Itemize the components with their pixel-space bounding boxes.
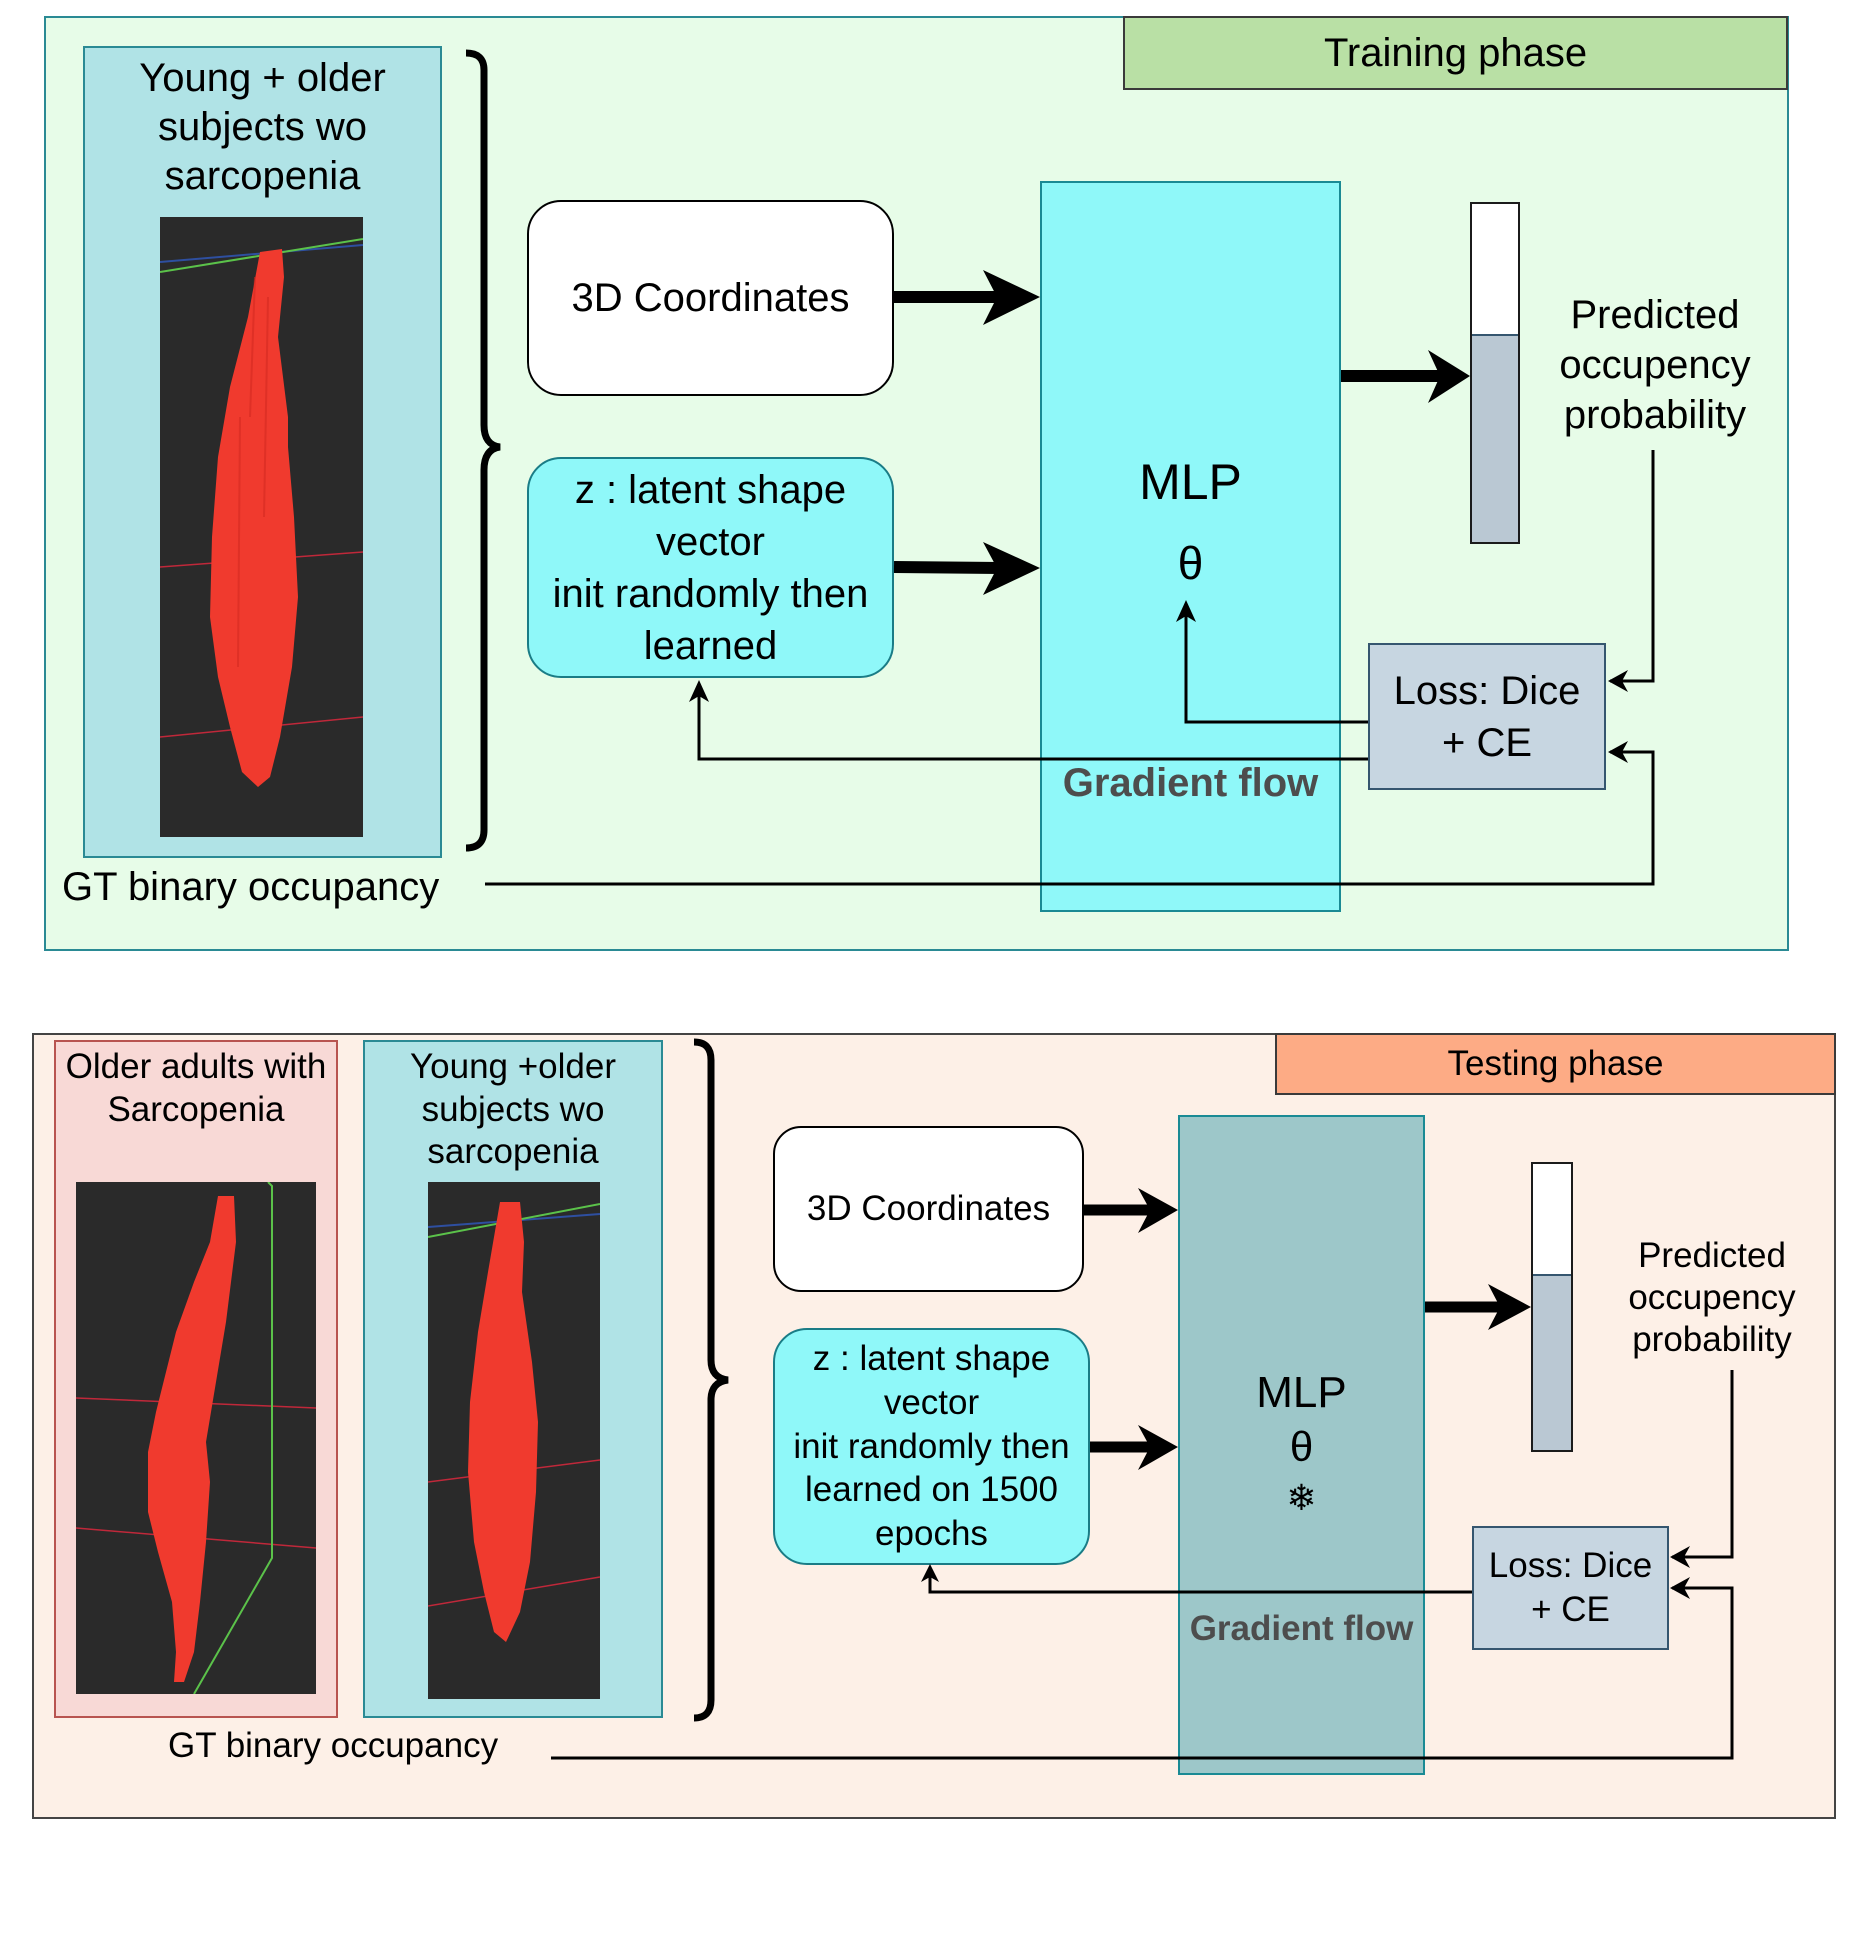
muscle-render-image xyxy=(160,217,363,837)
cohort-title-line: Young +older xyxy=(410,1047,616,1086)
latent-line: epochs xyxy=(875,1514,988,1554)
testing-sarcopenia-cohort-title: Older adults with Sarcopenia xyxy=(56,1046,336,1131)
testing-healthy-cohort-panel: Young +older subjects wo sarcopenia xyxy=(363,1040,663,1718)
latent-line: learned xyxy=(643,623,778,668)
output-label-line: Predicted xyxy=(1570,293,1740,337)
output-label-line: Predicted xyxy=(1638,1236,1786,1275)
snowflake-icon: ❄ xyxy=(1286,1477,1317,1518)
muscle-render-svg xyxy=(160,238,363,787)
loss-line: + CE xyxy=(1441,720,1533,765)
latent-line: init randomly then xyxy=(552,571,869,616)
latent-line: init randomly then xyxy=(793,1426,1070,1466)
training-output-label: Predicted occupency probability xyxy=(1540,290,1770,440)
muscle-shape xyxy=(210,249,298,787)
testing-output-bar-fill xyxy=(1533,1273,1571,1450)
testing-loss-box: Loss: Dice + CE xyxy=(1472,1526,1669,1650)
cohort-title-line: subjects wo xyxy=(421,1089,605,1129)
loss-line: Loss: Dice xyxy=(1393,668,1581,713)
training-gradient-flow-label: Gradient flow xyxy=(1062,761,1319,805)
cohort-title-line: sarcopenia xyxy=(164,153,361,198)
training-coordinates-box: 3D Coordinates xyxy=(527,200,894,396)
training-gt-label: GT binary occupancy xyxy=(62,865,440,909)
training-phase-header: Training phase xyxy=(1123,16,1788,90)
testing-sarcopenia-cohort-panel: Older adults with Sarcopenia xyxy=(54,1040,338,1718)
training-output-bar xyxy=(1470,202,1520,544)
output-label-line: occupency xyxy=(1559,343,1751,387)
testing-mlp-block: MLP θ ❄ Gradient flow xyxy=(1178,1115,1425,1775)
training-cohort-title: Young + older subjects wo sarcopenia xyxy=(85,54,440,200)
cohort-title-line: Young + older xyxy=(139,56,386,100)
latent-line: vector xyxy=(656,519,765,564)
output-label-line: occupency xyxy=(1628,1278,1796,1317)
latent-line: z : latent shape xyxy=(574,467,847,512)
training-mlp-theta: θ xyxy=(1177,537,1204,589)
testing-phase-header: Testing phase xyxy=(1275,1033,1836,1095)
training-cohort-panel: Young + older subjects wo sarcopenia xyxy=(83,46,442,858)
loss-line: + CE xyxy=(1531,1590,1610,1629)
cohort-title-line: subjects wo xyxy=(158,104,367,149)
muscle-render-svg xyxy=(428,1202,600,1642)
cohort-title-line: sarcopenia xyxy=(427,1132,599,1172)
muscle-render-svg xyxy=(76,1182,316,1694)
training-mlp-block: MLP θ Gradient flow xyxy=(1040,181,1341,912)
healthy-muscle-render-image xyxy=(428,1182,600,1699)
testing-healthy-cohort-title: Young +older subjects wo sarcopenia xyxy=(365,1046,661,1174)
testing-output-bar xyxy=(1531,1162,1573,1452)
testing-gt-label: GT binary occupancy xyxy=(168,1726,499,1765)
latent-line: learned on 1500 xyxy=(804,1470,1058,1510)
loss-line: Loss: Dice xyxy=(1488,1546,1653,1586)
testing-mlp-label: MLP xyxy=(1256,1368,1347,1417)
cohort-title-line: Older adults with xyxy=(65,1047,327,1086)
testing-output-label: Predicted occupency probability xyxy=(1602,1235,1822,1361)
latent-line: vector xyxy=(883,1382,980,1422)
training-mlp-label: MLP xyxy=(1139,454,1242,510)
training-output-bar-fill xyxy=(1472,333,1518,542)
testing-mlp-theta: θ xyxy=(1289,1423,1314,1470)
training-loss-box: Loss: Dice + CE xyxy=(1368,643,1606,790)
muscle-shape xyxy=(468,1202,538,1642)
cohort-title-line: Sarcopenia xyxy=(107,1089,285,1129)
testing-gradient-flow-label: Gradient flow xyxy=(1189,1609,1414,1648)
testing-latent-box: z : latent shape vector init randomly th… xyxy=(773,1328,1090,1565)
training-latent-box: z : latent shape vector init randomly th… xyxy=(527,457,894,678)
latent-line: z : latent shape xyxy=(812,1339,1051,1379)
output-label-line: probability xyxy=(1632,1320,1792,1359)
testing-coordinates-box: 3D Coordinates xyxy=(773,1126,1084,1292)
output-label-line: probability xyxy=(1563,393,1747,437)
sarcopenia-muscle-render-image xyxy=(76,1182,316,1694)
muscle-shape xyxy=(148,1196,236,1682)
